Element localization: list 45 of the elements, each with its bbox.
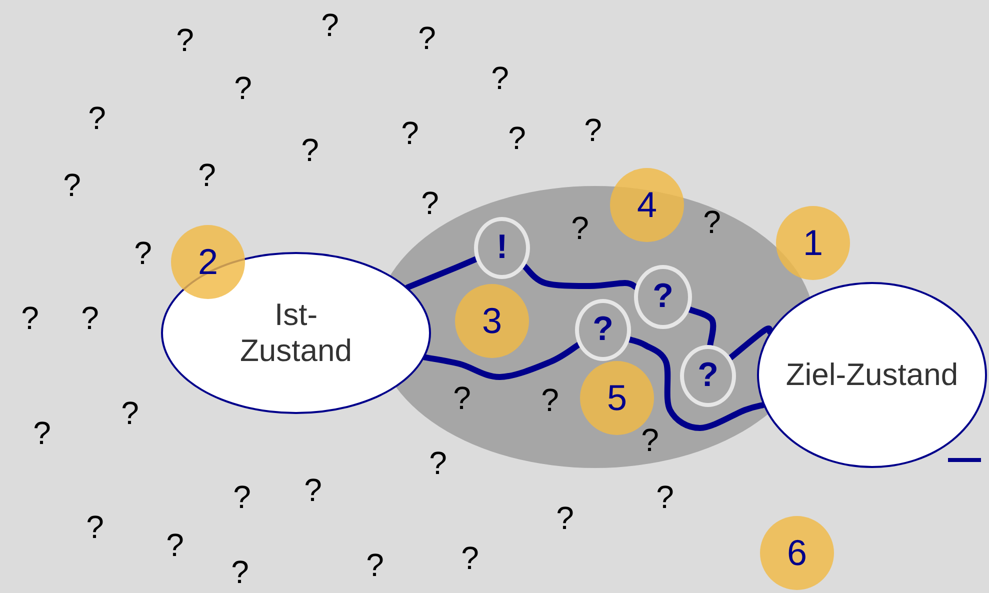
question-mark: ? (21, 301, 39, 335)
question-mark: ? (401, 116, 419, 150)
question-mark: ? (453, 381, 471, 415)
marker-circle: ! (474, 217, 530, 279)
path-line (728, 325, 773, 361)
path-line (422, 342, 582, 380)
question-mark: ? (703, 205, 721, 239)
question-mark: ? (176, 23, 194, 57)
marker-circle: ? (634, 265, 692, 329)
question-mark: ? (556, 501, 574, 535)
question-mark: ? (63, 168, 81, 202)
question-mark: ? (231, 555, 249, 589)
callout-number: 1 (776, 206, 850, 280)
question-mark: ? (86, 510, 104, 544)
question-mark: ? (304, 473, 322, 507)
question-mark: ? (571, 211, 589, 245)
question-mark: ? (88, 101, 106, 135)
question-mark: ? (429, 446, 447, 480)
question-mark: ? (491, 61, 509, 95)
marker-circle: ? (680, 345, 736, 407)
path-line (686, 306, 716, 348)
question-mark: ? (541, 383, 559, 417)
callout-number: 2 (171, 225, 245, 299)
question-mark: ? (418, 21, 436, 55)
path-line (522, 263, 638, 290)
question-mark: ? (121, 396, 139, 430)
question-mark: ? (33, 416, 51, 450)
question-mark: ? (234, 71, 252, 105)
question-mark: ? (366, 548, 384, 582)
callout-number: 6 (760, 516, 834, 590)
question-mark: ? (301, 133, 319, 167)
question-mark: ? (233, 480, 251, 514)
question-mark: ? (508, 121, 526, 155)
question-mark: ? (656, 480, 674, 514)
path-line (404, 256, 479, 290)
callout-number: 4 (610, 168, 684, 242)
question-mark: ? (421, 186, 439, 220)
question-mark: ? (81, 301, 99, 335)
question-mark: ? (461, 541, 479, 575)
question-mark: ? (198, 158, 216, 192)
question-mark: ? (321, 8, 339, 42)
question-mark: ? (166, 528, 184, 562)
state-ellipse: Ziel-Zustand (757, 282, 987, 468)
question-mark: ? (134, 236, 152, 270)
question-mark: ? (584, 113, 602, 147)
